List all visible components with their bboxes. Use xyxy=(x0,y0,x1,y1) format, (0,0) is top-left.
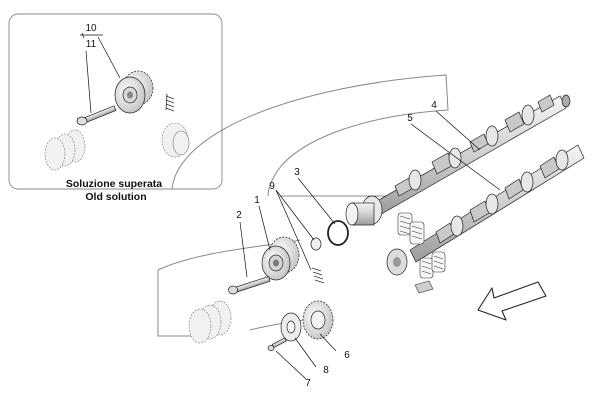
callout-9: 9 xyxy=(269,181,275,192)
spring-part-9 xyxy=(311,267,325,284)
washer xyxy=(310,237,322,251)
inset-variator xyxy=(114,70,154,114)
camshaft-lower xyxy=(386,144,585,276)
inset-old-solution: 10 11 So xyxy=(8,13,223,203)
plate-part-8 xyxy=(280,312,302,342)
leader-lines xyxy=(239,110,501,380)
caption-italian: Soluzione superata xyxy=(66,178,162,190)
gear-stack-lower xyxy=(188,300,232,344)
callout-10: 10 xyxy=(85,23,97,34)
inset-spring xyxy=(165,93,175,112)
callout-6: 6 xyxy=(344,350,350,361)
caption-english: Old solution xyxy=(85,191,146,203)
callout-3: 3 xyxy=(294,167,300,178)
valve-springs xyxy=(397,212,446,294)
inset-frame xyxy=(8,13,223,190)
callout-5: 5 xyxy=(407,113,413,124)
callout-2: 2 xyxy=(236,210,242,221)
arrow-icon xyxy=(477,281,547,321)
inset-gear-right xyxy=(161,122,190,158)
inset-bolt xyxy=(76,105,117,126)
callout-11: 11 xyxy=(86,39,97,50)
callout-1: 1 xyxy=(254,195,260,206)
o-ring-part-3 xyxy=(327,220,349,246)
callout-7: 7 xyxy=(305,378,311,389)
variator-part-1 xyxy=(261,236,300,281)
callout-8: 8 xyxy=(323,365,329,376)
inset-gear-stack-left xyxy=(44,129,86,171)
callout-4: 4 xyxy=(431,100,437,111)
bolt-part-2 xyxy=(228,276,271,295)
camshaft-upper xyxy=(345,94,571,226)
screw-part-7 xyxy=(267,337,287,351)
gear-part-6 xyxy=(302,300,334,340)
